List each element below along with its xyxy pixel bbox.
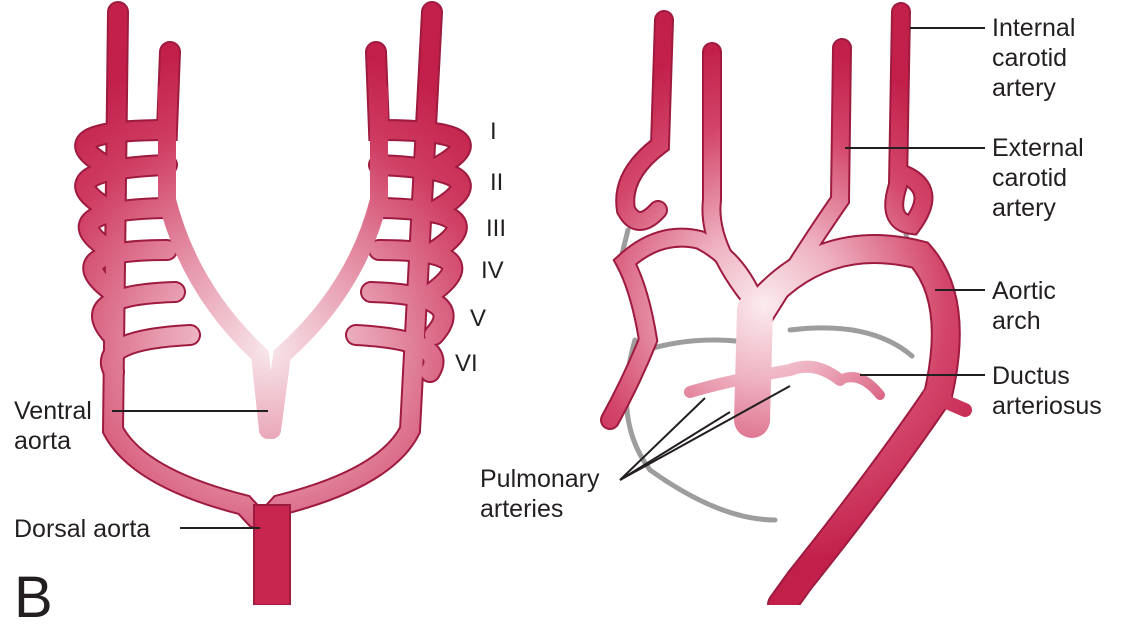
label-internal-carotid-line-3: artery [992, 73, 1075, 103]
label-internal-carotid-line-2: carotid [992, 43, 1075, 73]
label-external-carotid-line-1: External [992, 133, 1084, 163]
label-ductus-arteriosus-line-2: arteriosus [992, 391, 1102, 421]
label-internal-carotid: Internal carotid artery [992, 13, 1075, 103]
label-pulmonary-arteries-line-1: Pulmonary [480, 464, 600, 494]
ventral-aorta-left-limb [167, 90, 268, 430]
dorsal-aorta-trunk [254, 505, 290, 605]
arch-numeral-4: IV [481, 259, 504, 283]
label-ventral-aorta-line-2: aorta [14, 426, 92, 456]
ventral-aorta-right-limb [272, 90, 379, 430]
leader-pulmonary-3 [620, 386, 790, 480]
label-dorsal-aorta: Dorsal aorta [14, 514, 150, 544]
arch-numeral-3: III [486, 217, 506, 241]
label-ductus-arteriosus-line-1: Ductus [992, 361, 1102, 391]
label-external-carotid-line-2: carotid [992, 163, 1084, 193]
label-ventral-aorta-line-1: Ventral [14, 396, 92, 426]
adult-derivatives-group [610, 12, 965, 605]
label-pulmonary-arteries: Pulmonary arteries [480, 464, 600, 524]
label-aortic-arch-line-2: arch [992, 306, 1056, 336]
arch-numeral-5: V [470, 307, 486, 331]
label-internal-carotid-line-1: Internal [992, 13, 1075, 43]
label-external-carotid-line-3: artery [992, 193, 1084, 223]
panel-letter: B [14, 568, 53, 628]
label-external-carotid: External carotid artery [992, 133, 1084, 223]
regressed-right-4th [790, 328, 912, 356]
arch-numeral-6: VI [455, 352, 478, 376]
label-ductus-arteriosus: Ductus arteriosus [992, 361, 1102, 421]
arch-numeral-2: II [490, 171, 503, 195]
label-ventral-aorta: Ventral aorta [14, 396, 92, 456]
arch-numeral-1: I [490, 120, 497, 144]
label-dorsal-aorta-line-1: Dorsal aorta [14, 514, 150, 544]
label-pulmonary-arteries-line-2: arteries [480, 494, 600, 524]
label-aortic-arch-line-1: Aortic [992, 276, 1056, 306]
pulmonary-trunk [752, 310, 755, 420]
label-aortic-arch: Aortic arch [992, 276, 1056, 336]
ductus-vessel [840, 377, 880, 395]
left-internal-carotid [625, 20, 664, 221]
leader-lines [112, 28, 985, 528]
